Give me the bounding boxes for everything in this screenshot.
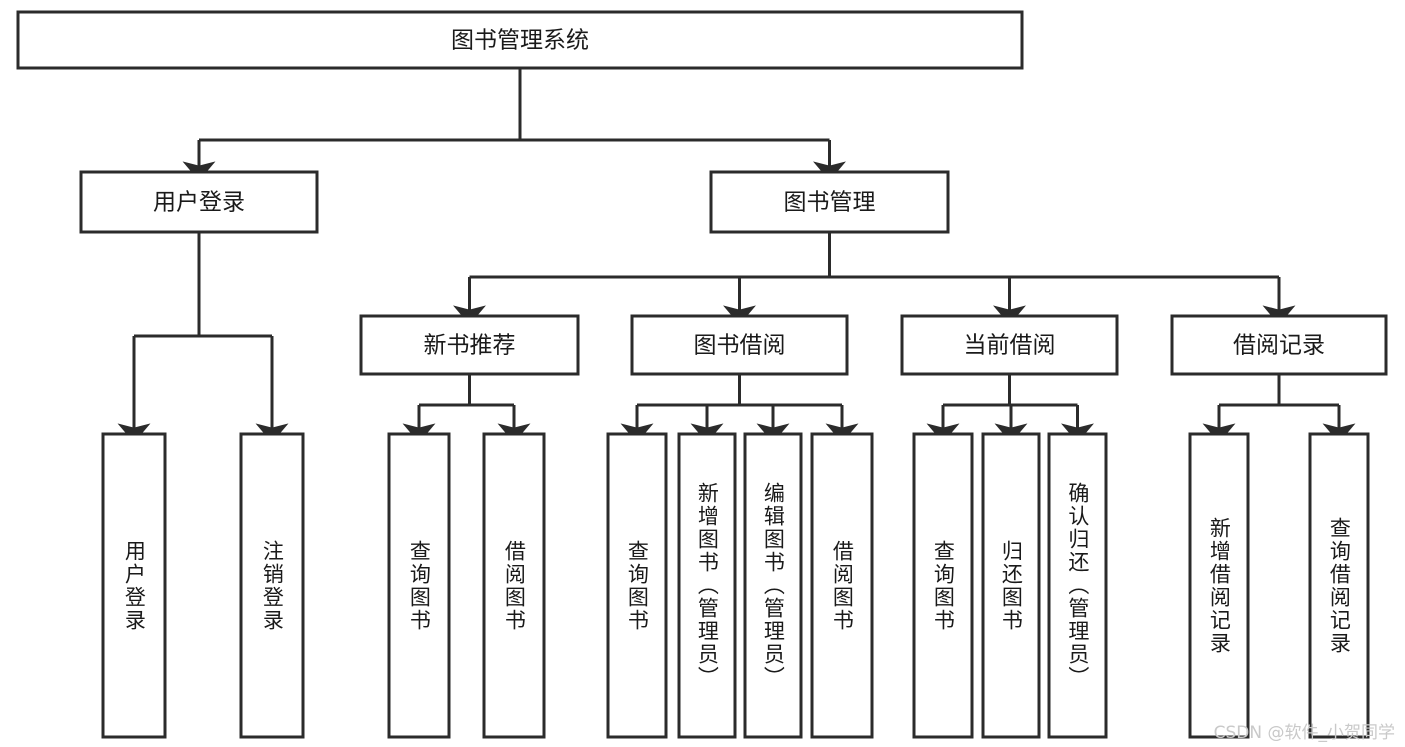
node-box-leaf-add-book[interactable] [677,432,737,739]
csdn-watermark: CSDN @软件_小贺同学 [1213,723,1395,743]
node-box-leaf-query-book-2[interactable] [606,432,668,739]
node-box-leaf-edit-book[interactable] [743,432,803,739]
connector-group-c-cb-leaf [926,374,1094,443]
node-box-root[interactable] [16,10,1024,70]
node-label-borrow-record: 借阅记录 [1233,333,1325,359]
connectors-layer [117,68,1356,443]
node-box-leaf-user-login[interactable] [101,432,167,739]
node-box-leaf-return-book[interactable] [981,432,1041,739]
node-box-leaf-borrow-book-1[interactable] [482,432,546,739]
node-box-current-borrow[interactable] [900,314,1119,376]
connector-group-c-bm-l3 [453,232,1296,325]
node-box-user-login[interactable] [79,170,319,234]
node-box-book-management[interactable] [709,170,950,234]
node-box-borrow-record[interactable] [1170,314,1388,376]
node-box-leaf-add-record[interactable] [1188,432,1250,739]
node-box-leaf-user-logout[interactable] [239,432,305,739]
node-box-new-book-recommend[interactable] [359,314,580,376]
node-box-leaf-query-record[interactable] [1308,432,1370,739]
connector-group-c-ul-leaf [117,232,289,443]
node-box-leaf-borrow-book-2[interactable] [810,432,874,739]
node-box-book-borrow[interactable] [630,314,849,376]
boxes-layer [16,10,1388,739]
node-label-book-management: 图书管理 [784,190,876,216]
node-label-new-book-recommend: 新书推荐 [424,333,516,359]
connector-group-c-bb-leaf [620,374,859,443]
node-label-root: 图书管理系统 [451,28,589,54]
node-label-user-login: 用户登录 [153,190,245,216]
node-label-book-borrow: 图书借阅 [694,333,786,359]
node-box-leaf-query-book-1[interactable] [387,432,451,739]
connector-group-c-br-leaf [1202,374,1356,443]
connector-group-c-nbr-leaf [402,374,531,443]
connector-group-c-root-l2 [182,68,846,181]
node-label-current-borrow: 当前借阅 [964,333,1056,359]
node-box-leaf-confirm-return[interactable] [1047,432,1108,739]
node-box-leaf-query-book-3[interactable] [912,432,974,739]
